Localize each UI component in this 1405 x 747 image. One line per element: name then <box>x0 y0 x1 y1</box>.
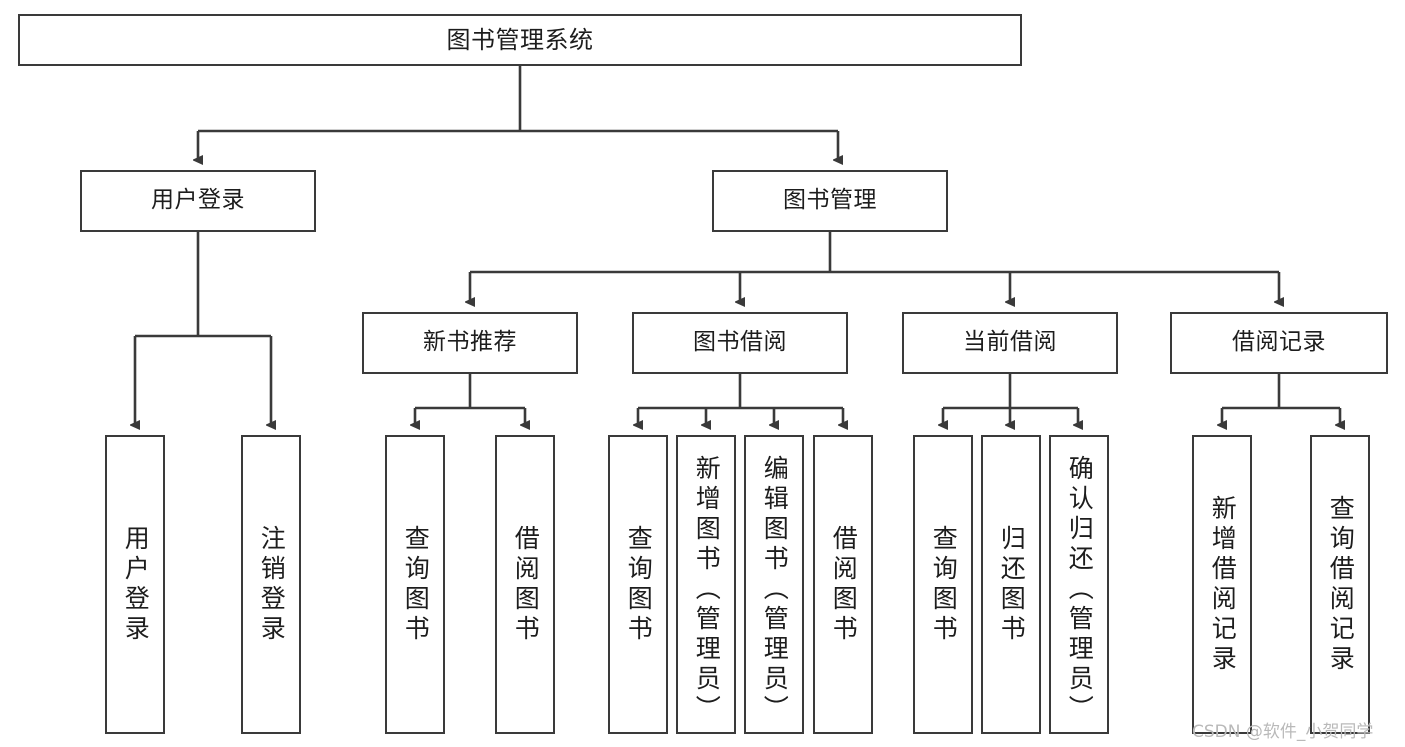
leaf-borrow-book-recommend[interactable]: 借阅图书 <box>495 435 555 734</box>
node-label: 借阅图书 <box>829 524 859 645</box>
node-label: 查询借阅记录 <box>1326 494 1356 675</box>
node-label: 新增借阅记录 <box>1208 494 1238 675</box>
node-borrow-records[interactable]: 借阅记录 <box>1170 312 1388 374</box>
node-label: 归还图书 <box>997 524 1027 645</box>
node-label: 确认归还（管理员） <box>1065 454 1095 725</box>
node-book-management[interactable]: 图书管理 <box>712 170 948 232</box>
node-label: 注销登录 <box>257 524 287 645</box>
node-root-system[interactable]: 图书管理系统 <box>18 14 1022 66</box>
node-label: 图书借阅 <box>693 329 787 356</box>
node-current-borrow[interactable]: 当前借阅 <box>902 312 1118 374</box>
node-label: 编辑图书（管理员） <box>760 454 790 725</box>
leaf-query-book-current[interactable]: 查询图书 <box>913 435 973 734</box>
leaf-edit-book-admin[interactable]: 编辑图书（管理员） <box>744 435 804 734</box>
node-new-book-recommend[interactable]: 新书推荐 <box>362 312 578 374</box>
leaf-query-book-borrow[interactable]: 查询图书 <box>608 435 668 734</box>
leaf-return-book[interactable]: 归还图书 <box>981 435 1041 734</box>
node-label: 图书管理系统 <box>446 25 594 54</box>
leaf-logout[interactable]: 注销登录 <box>241 435 301 734</box>
node-label: 用户登录 <box>151 187 245 214</box>
node-label: 当前借阅 <box>963 329 1057 356</box>
node-label: 查询图书 <box>624 524 654 645</box>
node-label: 用户登录 <box>121 524 151 645</box>
leaf-add-borrow-record[interactable]: 新增借阅记录 <box>1192 435 1252 734</box>
leaf-add-book-admin[interactable]: 新增图书（管理员） <box>676 435 736 734</box>
leaf-user-login[interactable]: 用户登录 <box>105 435 165 734</box>
node-label: 新增图书（管理员） <box>692 454 722 725</box>
node-label: 新书推荐 <box>423 329 517 356</box>
node-book-borrow[interactable]: 图书借阅 <box>632 312 848 374</box>
leaf-borrow-book[interactable]: 借阅图书 <box>813 435 873 734</box>
leaf-query-borrow-record[interactable]: 查询借阅记录 <box>1310 435 1370 734</box>
node-user-login[interactable]: 用户登录 <box>80 170 316 232</box>
node-label: 图书管理 <box>783 187 877 214</box>
leaf-confirm-return-admin[interactable]: 确认归还（管理员） <box>1049 435 1109 734</box>
node-label: 查询图书 <box>929 524 959 645</box>
node-label: 借阅记录 <box>1232 329 1326 356</box>
leaf-query-book-recommend[interactable]: 查询图书 <box>385 435 445 734</box>
node-label: 查询图书 <box>401 524 431 645</box>
csdn-watermark: CSDN @软件_小贺同学 <box>1192 722 1374 742</box>
node-label: 借阅图书 <box>511 524 541 645</box>
